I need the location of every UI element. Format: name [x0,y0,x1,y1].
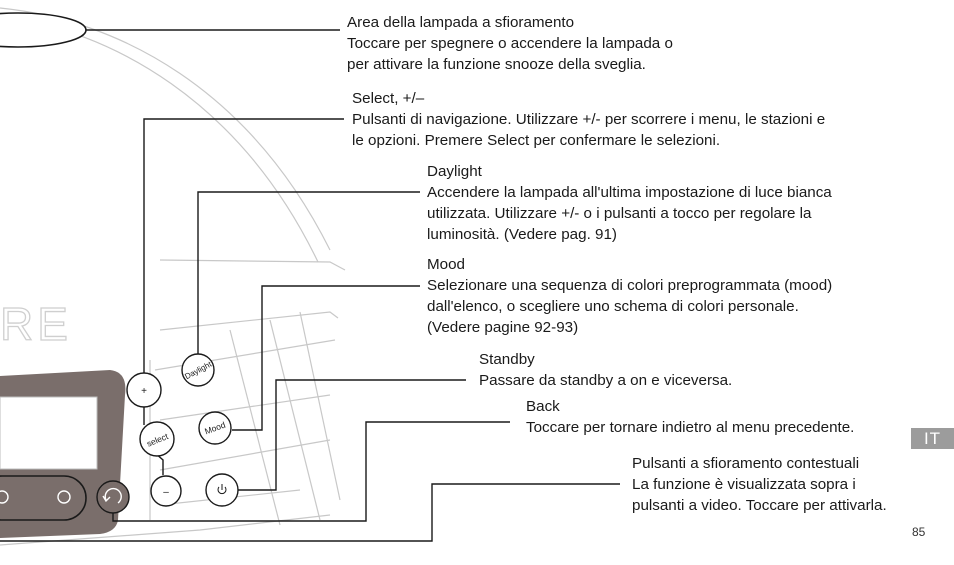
annotation-select: Select, +/– Pulsanti di navigazione. Uti… [352,88,825,151]
minus-button[interactable] [150,475,182,507]
annotation-line: per attivare la funzione snooze della sv… [347,56,646,73]
back-button[interactable] [96,480,130,514]
annotation-title: Select, +/– [352,90,425,107]
annotation-title: Pulsanti a sfioramento contestuali [632,455,860,472]
leader-back [112,421,510,522]
annotation-line: Selezionare una sequenza di colori prepr… [427,277,833,294]
annotation-line: Pulsanti di navigazione. Utilizzare +/- … [352,111,826,128]
annotation-title: Area della lampada a sfioramento [347,14,575,31]
annotation-line: utilizzata. Utilizzare +/- o i pulsanti … [427,205,812,222]
annotation-standby: Standby Passare da standby a on e viceve… [479,349,732,391]
leader-select [143,118,344,381]
daylight-button[interactable] [181,353,215,387]
annotation-line: le opzioni. Premere Select per confermar… [352,132,721,149]
annotation-title: Standby [479,351,535,368]
annotation-line: Toccare per tornare indietro al menu pre… [526,419,855,436]
leader-lines [0,29,620,542]
annotation-contextual: Pulsanti a sfioramento contestuali La fu… [632,453,887,516]
leader-mood [232,285,420,431]
contextual-button-left[interactable] [0,490,9,504]
leader-daylight [197,191,420,355]
select-button[interactable] [139,421,175,457]
power-icon [217,484,227,495]
annotation-back: Back Toccare per tornare indietro al men… [526,396,854,438]
annotation-title: Daylight [427,163,482,180]
contextual-button-right[interactable] [57,490,71,504]
annotation-line: (Vedere pagine 92-93) [427,319,579,336]
contextual-buttons-group [0,475,87,521]
annotation-line: dall'elenco, o scegliere uno schema di c… [427,298,799,315]
plus-button[interactable] [126,372,162,408]
annotation-line: luminosità. (Vedere pag. 91) [427,226,617,243]
device-brand: RE [0,298,72,350]
page-number: 85 [912,525,926,539]
annotation-line: pulsanti a video. Toccare per attivarla. [632,497,887,514]
leader-contextual [0,483,620,542]
back-arrow-icon [104,487,122,504]
touch-lamp-area[interactable] [0,12,87,48]
minus-button-label: – [163,487,169,498]
annotation-line: Toccare per spegnere o accendere la lamp… [347,35,673,52]
display-screen [0,396,98,470]
annotation-title: Back [526,398,560,415]
annotation-title: Mood [427,256,465,273]
annotation-line: Passare da standby a on e viceversa. [479,372,733,389]
plus-button-label: + [141,386,147,397]
annotation-mood: Mood Selezionare una sequenza di colori … [427,254,832,338]
language-tab: IT [911,428,954,449]
annotation-line: La funzione è visualizzata sopra i [632,476,856,493]
annotation-daylight: Daylight Accendere la lampada all'ultima… [427,161,832,245]
annotation-touch-lamp: Area della lampada a sfioramento Toccare… [347,12,673,75]
leader-standby [235,379,466,491]
annotation-line: Accendere la lampada all'ultima impostaz… [427,184,832,201]
mood-button[interactable] [198,411,232,445]
